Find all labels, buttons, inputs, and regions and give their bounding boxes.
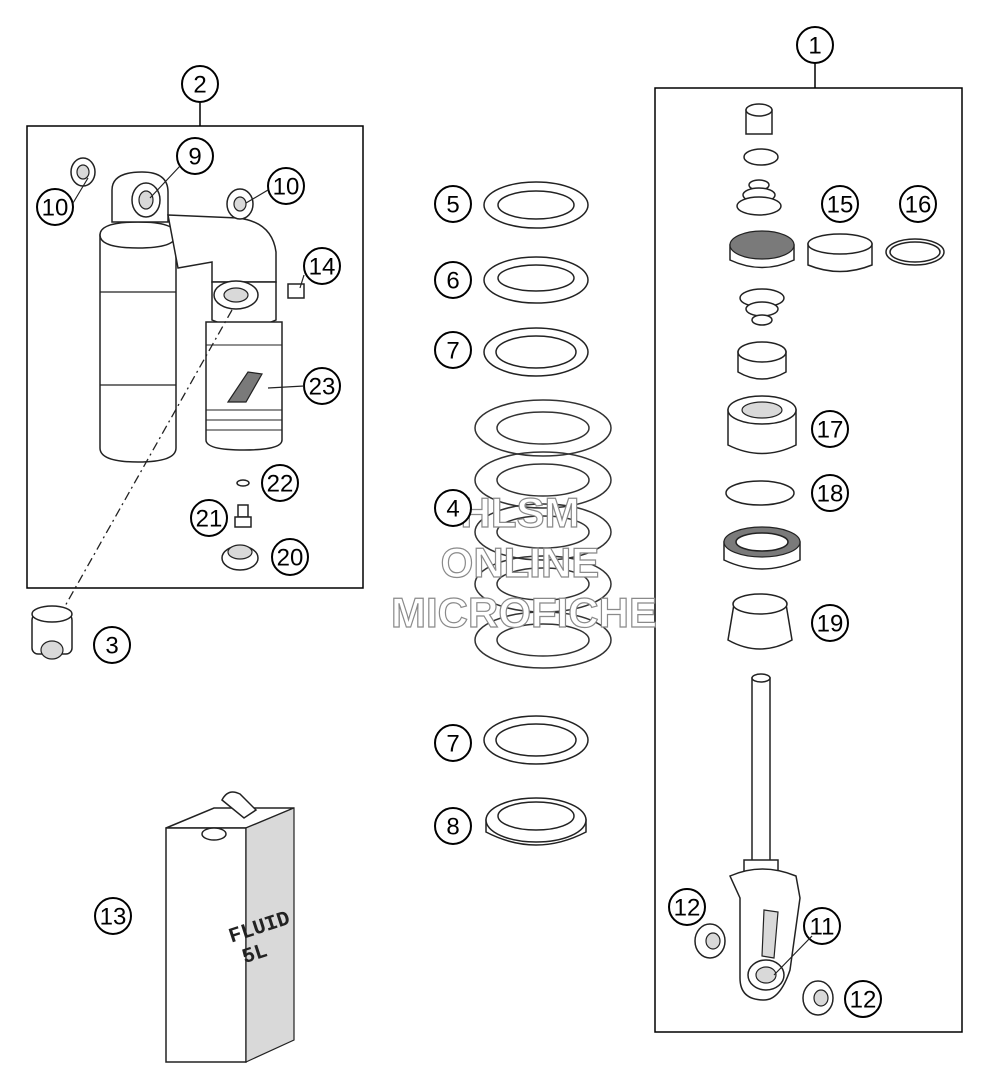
watermark-line1: HLSM — [461, 489, 580, 536]
o-ring-22 — [236, 479, 250, 487]
callout-7-top: 7 — [434, 331, 472, 369]
bearing-17 — [727, 395, 797, 455]
callout-1: 1 — [796, 26, 834, 64]
callout-20: 20 — [271, 538, 309, 576]
svg-text:20: 20 — [277, 545, 304, 572]
svg-text:10: 10 — [273, 174, 300, 201]
valve-21 — [234, 504, 252, 528]
shock-body — [99, 171, 277, 463]
spring-retainer-5 — [483, 181, 589, 229]
callout-8: 8 — [434, 807, 472, 845]
callout-22: 22 — [261, 464, 299, 502]
svg-text:21: 21 — [196, 506, 223, 533]
bump-stop-19 — [727, 593, 793, 650]
shim-stack-bottom — [739, 288, 785, 326]
callout-9: 9 — [176, 137, 214, 175]
callout-7-bottom: 7 — [434, 724, 472, 762]
group-frame-1 — [654, 87, 963, 1033]
callout-6: 6 — [434, 261, 472, 299]
bushing-10-left — [70, 157, 96, 187]
reservoir — [205, 321, 283, 451]
svg-text:6: 6 — [446, 268, 459, 295]
svg-text:10: 10 — [42, 195, 69, 222]
svg-text:16: 16 — [905, 192, 932, 219]
watermark-line2: ONLINE — [441, 539, 600, 586]
callout-23: 23 — [303, 367, 341, 405]
callout-12-right: 12 — [844, 980, 882, 1018]
shim-stack-top — [736, 179, 782, 216]
svg-text:12: 12 — [674, 895, 701, 922]
bushing-10-right — [226, 188, 254, 220]
callout-11: 11 — [803, 907, 841, 945]
washer — [743, 148, 779, 166]
svg-text:7: 7 — [446, 338, 459, 365]
dashed-leader — [59, 309, 233, 616]
bushing-12-right — [802, 980, 834, 1016]
callout-17: 17 — [811, 410, 849, 448]
callout-21: 21 — [190, 499, 228, 537]
svg-text:12: 12 — [850, 987, 877, 1014]
watermark-line3: MICROFICHE — [391, 589, 657, 636]
svg-text:17: 17 — [817, 417, 844, 444]
spring-4 — [474, 399, 612, 669]
svg-text:15: 15 — [827, 192, 854, 219]
svg-text:2: 2 — [193, 72, 206, 99]
bushing-12-left — [694, 923, 726, 959]
nut — [745, 103, 773, 135]
callout-19: 19 — [811, 604, 849, 642]
callout-5: 5 — [434, 185, 472, 223]
seal-15 — [807, 233, 873, 273]
svg-text:5: 5 — [446, 192, 459, 219]
callout-18: 18 — [811, 474, 849, 512]
svg-text:18: 18 — [817, 481, 844, 508]
callout-4: 4 — [434, 489, 472, 527]
svg-text:23: 23 — [309, 374, 336, 401]
bearing-cap — [723, 526, 801, 570]
cup — [737, 341, 787, 380]
fluid-can-13: FLUID 5L — [165, 791, 295, 1063]
circlip-18 — [725, 480, 795, 506]
clevis-11 — [729, 868, 801, 1001]
svg-text:3: 3 — [105, 633, 118, 660]
washer-7-bottom — [483, 715, 589, 765]
svg-text:22: 22 — [267, 471, 294, 498]
part-14 — [287, 283, 305, 299]
piston — [729, 230, 795, 269]
callout-13: 13 — [94, 897, 132, 935]
callout-16: 16 — [899, 185, 937, 223]
svg-text:19: 19 — [817, 611, 844, 638]
callout-3: 3 — [93, 626, 131, 664]
svg-text:11: 11 — [810, 914, 835, 941]
group-frame-2 — [26, 125, 364, 589]
ring-16 — [885, 238, 945, 266]
svg-text:13: 13 — [100, 904, 127, 931]
washer-7-top — [483, 327, 589, 377]
callout-12-left: 12 — [668, 888, 706, 926]
svg-text:9: 9 — [188, 144, 201, 171]
svg-text:8: 8 — [446, 814, 459, 841]
bearing-3 — [31, 605, 73, 660]
callout-10-left: 10 — [36, 188, 74, 226]
watermark: HLSM ONLINE MICROFICHE — [390, 488, 657, 636]
svg-text:14: 14 — [309, 254, 336, 281]
leader-lines — [72, 165, 813, 976]
callout-14: 14 — [303, 247, 341, 285]
svg-text:7: 7 — [446, 731, 459, 758]
spring-seat-8 — [485, 797, 587, 846]
callout-15: 15 — [821, 185, 859, 223]
svg-text:4: 4 — [446, 496, 459, 523]
callout-2: 2 — [181, 65, 219, 103]
svg-text:1: 1 — [808, 33, 821, 60]
piston-rod — [743, 673, 779, 889]
cap-20 — [221, 544, 259, 571]
spring-retainer-6 — [483, 256, 589, 304]
callout-10-right: 10 — [267, 167, 305, 205]
